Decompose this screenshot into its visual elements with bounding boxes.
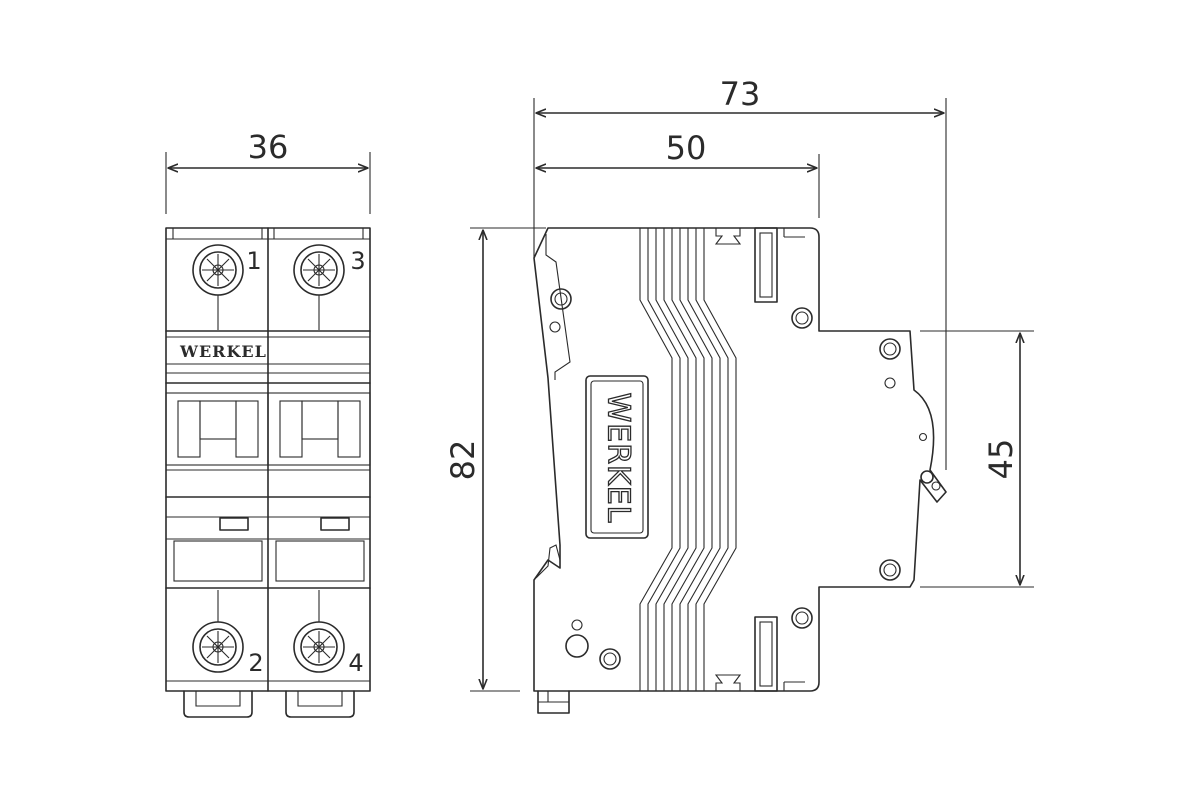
height-dimension: 82 xyxy=(444,227,546,692)
body-depth-dimension: 50 xyxy=(535,129,820,218)
terminal-screw-2 xyxy=(192,590,244,673)
front-brand-label: WERKEL xyxy=(179,342,267,361)
side-slot-top xyxy=(754,227,778,303)
side-brand-label: WERKEL xyxy=(601,393,636,524)
front-width-dimension: 36 xyxy=(165,128,371,214)
terminal-label-3: 3 xyxy=(350,247,365,275)
terminal-screw-3 xyxy=(293,244,345,330)
side-hole-top xyxy=(550,288,572,310)
front-view: 36 1 3 WERKEL xyxy=(165,128,371,718)
din-clip-right xyxy=(285,690,355,718)
side-body-outline xyxy=(533,227,947,692)
dim-total-depth-label: 73 xyxy=(720,75,761,113)
indicator-window-left xyxy=(219,517,249,531)
side-view: 73 50 82 45 xyxy=(444,75,1034,714)
total-depth-dimension: 73 xyxy=(533,75,947,470)
terminal-label-1: 1 xyxy=(246,247,261,275)
terminal-screw-4 xyxy=(293,590,345,673)
indicator-window-right xyxy=(320,517,350,531)
dim-front-width-label: 36 xyxy=(248,128,289,166)
toggle-handles xyxy=(165,392,371,471)
terminal-screw-1 xyxy=(192,244,244,330)
dim-neck-height-label: 45 xyxy=(982,439,1020,480)
side-slot-bottom xyxy=(754,616,778,692)
ribbed-profile xyxy=(639,228,737,691)
terminal-label-2: 2 xyxy=(248,649,263,677)
din-clip-left xyxy=(183,690,253,718)
dim-body-depth-label: 50 xyxy=(666,129,707,167)
neck-height-dimension: 45 xyxy=(920,330,1034,588)
terminal-label-4: 4 xyxy=(348,649,363,677)
dim-height-label: 82 xyxy=(444,440,482,481)
side-brand-plate: WERKEL xyxy=(585,375,649,539)
